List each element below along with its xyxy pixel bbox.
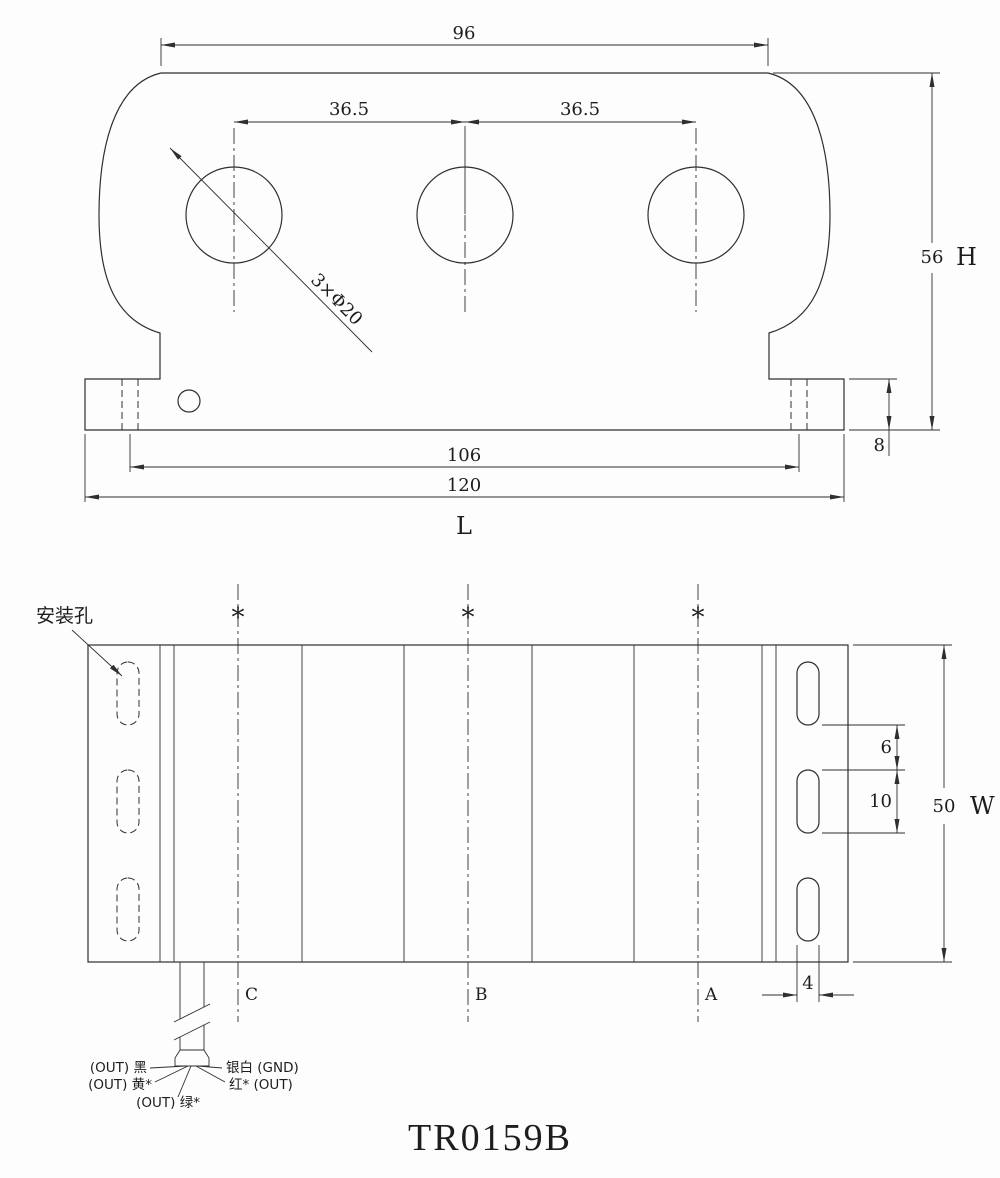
front-view: 96 36.5 36.5 3×Φ20 56 H 8 106 120 L [84,23,977,540]
section-label-B: B [475,985,488,1005]
dim-top-width: 96 [453,23,476,44]
small-fixing-hole [177,389,201,413]
dim-overall-length: 120 [447,475,481,496]
wire-label-silver: 银白 (GND) [226,1060,299,1076]
left-mounting-slots [116,661,140,942]
width-symbol: W [970,792,995,820]
dim-foot-height: 8 [874,435,885,456]
dim-height: 56 [921,247,944,268]
leader-line [71,629,123,677]
ref-mark-A: * [692,603,705,633]
right-mounting-slots [796,661,820,942]
extension-lines [84,38,940,502]
mount-hole-label: 安装孔 [36,605,93,627]
front-body-outline [84,72,845,431]
hole-callout: 3×Φ20 [306,269,366,329]
wire-leader-lines [149,1065,226,1098]
dim-pitch-right: 36.5 [560,99,600,120]
wire-label-black: (OUT) 黑 [90,1060,147,1076]
wire-label-green: (OUT) 绿* [136,1095,200,1111]
segment-lines [159,645,777,962]
dim-width: 50 [933,796,956,817]
length-symbol: L [456,512,472,540]
wire-label-red: 红* (OUT) [229,1077,293,1093]
dim-slot-pitch: 10 [869,791,892,812]
section-label-A: A [704,985,718,1005]
drawing-title: TR0159B [408,1117,572,1159]
wire-tip [174,1049,210,1067]
ref-mark-B: * [462,603,475,633]
dim-pitch-left: 36.5 [329,99,369,120]
section-label-C: C [245,985,258,1005]
dim-slot-width: 4 [802,973,813,994]
wire-lines [173,962,211,1067]
wire-exit: (OUT) 黑 (OUT) 黄* (OUT) 绿* 银白 (GND) 红* (O… [88,962,299,1111]
dim-mount-pitch: 106 [447,445,481,466]
dim-slot-gap: 6 [881,737,892,758]
ref-mark-C: * [232,603,245,633]
height-symbol: H [956,243,977,271]
extension-lines [796,644,952,1002]
leader-line [169,147,373,353]
wire-label-yellow: (OUT) 黄* [88,1077,152,1093]
plan-view: * * * C B A 安装孔 [36,584,995,1022]
